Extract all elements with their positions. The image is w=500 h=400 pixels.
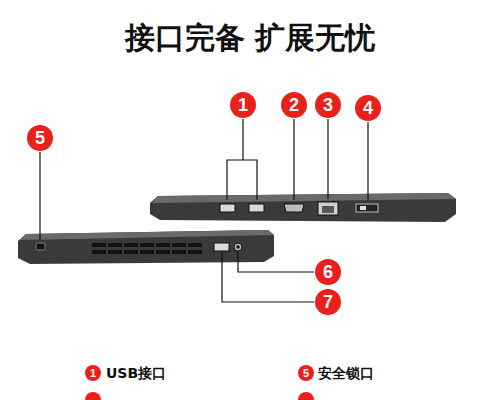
laptop-body: [150, 193, 456, 222]
key-text: USB接口: [106, 366, 166, 380]
audio-jack: [236, 245, 240, 249]
laptop-body: [18, 230, 274, 264]
key-text: 安全锁口: [318, 366, 374, 380]
callout-number: 1: [238, 96, 248, 114]
callout-number: 5: [27, 125, 53, 151]
audio-jack: [234, 243, 242, 251]
callout-number: 7: [323, 293, 333, 311]
callout-number: 1: [85, 365, 101, 381]
callout-number: 6: [323, 263, 333, 281]
callout-number: 6: [315, 259, 341, 285]
callout-number: 3: [323, 96, 333, 114]
callout-circle-cropped: [85, 392, 101, 400]
title: 接口完备 扩展无忧: [0, 18, 500, 59]
callout-number: 7: [315, 289, 341, 315]
ethernet-port: [318, 202, 338, 215]
callout-number: 2: [281, 92, 307, 118]
callout-number: 2: [289, 96, 299, 114]
hdmi-port: [284, 204, 304, 212]
callout-number: 4: [355, 95, 381, 121]
laptop-edge: [152, 193, 456, 203]
callout-number: 3: [315, 92, 341, 118]
lock-slot: [36, 243, 45, 250]
callout-number: 1: [230, 92, 256, 118]
vents: [92, 243, 202, 254]
laptop-edge: [20, 230, 274, 240]
callout-circle-cropped: [298, 392, 314, 400]
usb-port: [220, 204, 235, 212]
power-port: [360, 206, 366, 210]
callout-number: 1: [90, 368, 96, 379]
power-port: [356, 204, 378, 212]
leader-lines: [40, 152, 314, 302]
callout-number: 4: [363, 99, 373, 117]
callout-number: 5: [35, 129, 45, 147]
ethernet-port: [322, 206, 334, 213]
callout-number: 5: [303, 368, 309, 379]
leader-lines: [227, 119, 368, 201]
usb-port: [249, 204, 264, 212]
callout-number: 5: [298, 365, 314, 381]
usb-port: [214, 243, 229, 251]
